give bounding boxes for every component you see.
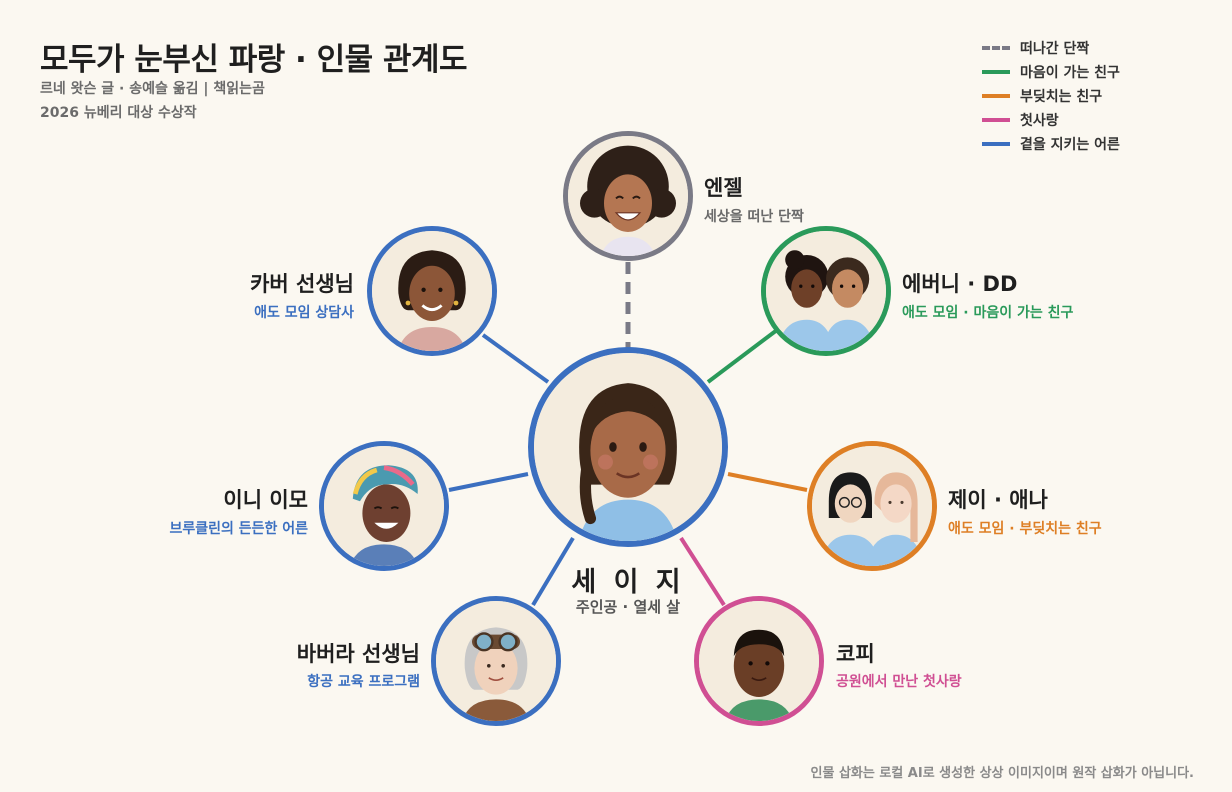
angel-name: 엔젤 <box>704 176 743 200</box>
smiling-girl-curly-hair-icon <box>568 136 688 256</box>
link-inni <box>448 472 529 492</box>
barbara-role: 항공 교육 프로그램 <box>307 674 420 690</box>
link-ebony <box>706 328 779 384</box>
center-name: 세 이 지 <box>571 567 685 598</box>
legend: 떠나간 단짝 마음이 가는 친구 부딪치는 친구 첫사랑 곁을 지키는 어른 <box>982 36 1120 156</box>
two-girls-portrait-icon <box>766 231 886 351</box>
link-coffee <box>679 536 726 607</box>
woman-teacher-portrait-icon <box>372 231 492 351</box>
girl-braid-portrait-icon <box>534 353 722 541</box>
legend-swatch <box>982 142 1010 146</box>
barbara-name: 바버라 선생님 <box>296 642 420 666</box>
coffee-name: 코피 <box>836 642 875 666</box>
two-friends-glasses-portrait-icon <box>812 446 932 566</box>
aviator-woman-portrait-icon <box>436 601 556 721</box>
aunt-headscarf-portrait-icon <box>324 446 444 566</box>
coffee-role: 공원에서 만난 첫사랑 <box>836 674 962 690</box>
portrait-coffee[interactable] <box>694 596 824 726</box>
legend-swatch <box>982 118 1010 122</box>
legend-item-close-friend: 마음이 가는 친구 <box>982 60 1120 84</box>
award-note: 2026 뉴베리 대상 수상작 <box>40 105 197 121</box>
legend-item-guardian-adult: 곁을 지키는 어른 <box>982 132 1120 156</box>
link-jay <box>727 472 808 492</box>
ebony-role: 애도 모임 · 마음이 가는 친구 <box>902 305 1074 321</box>
ebony-name: 에버니 · DD <box>902 272 1018 296</box>
disclaimer-footnote: 인물 삽화는 로컬 AI로 생성한 상상 이미지이며 원작 삽화가 아닙니다. <box>810 766 1195 781</box>
page-title: 모두가 눈부신 파랑 · 인물 관계도 <box>40 42 468 78</box>
legend-swatch <box>982 70 1010 74</box>
legend-swatch <box>982 46 1010 50</box>
book-credit: 르네 왓슨 글 · 송예슬 옮김 | 책읽는곰 <box>40 81 265 97</box>
legend-swatch <box>982 94 1010 98</box>
carver-name: 카버 선생님 <box>250 272 354 296</box>
jay-name: 제이 · 애나 <box>948 488 1048 512</box>
portrait-carver[interactable] <box>367 226 497 356</box>
portrait-barbara[interactable] <box>431 596 561 726</box>
link-barbara <box>531 536 575 607</box>
carver-role: 애도 모임 상담사 <box>254 305 354 321</box>
portrait-inni[interactable] <box>319 441 449 571</box>
legend-label: 마음이 가는 친구 <box>1020 65 1120 81</box>
legend-item-conflict-friend: 부딪치는 친구 <box>982 84 1120 108</box>
legend-item-departed: 떠나간 단짝 <box>982 36 1120 60</box>
portrait-jay-anna[interactable] <box>807 441 937 571</box>
inni-role: 브루클린의 든든한 어른 <box>169 521 308 537</box>
portrait-ebony-dd[interactable] <box>761 226 891 356</box>
legend-label: 곁을 지키는 어른 <box>1020 137 1120 153</box>
jay-role: 애도 모임 · 부딪치는 친구 <box>948 521 1102 537</box>
portrait-angel[interactable] <box>563 131 693 261</box>
portrait-sage[interactable] <box>528 347 728 547</box>
angel-role: 세상을 떠난 단짝 <box>704 209 804 225</box>
inni-name: 이니 이모 <box>223 488 308 512</box>
legend-label: 첫사랑 <box>1020 113 1059 129</box>
legend-label: 떠나간 단짝 <box>1020 41 1090 57</box>
link-carver <box>481 333 550 384</box>
legend-label: 부딪치는 친구 <box>1020 89 1103 105</box>
legend-item-first-love: 첫사랑 <box>982 108 1120 132</box>
center-role: 주인공 · 열세 살 <box>575 598 681 616</box>
boy-portrait-icon <box>699 601 819 721</box>
